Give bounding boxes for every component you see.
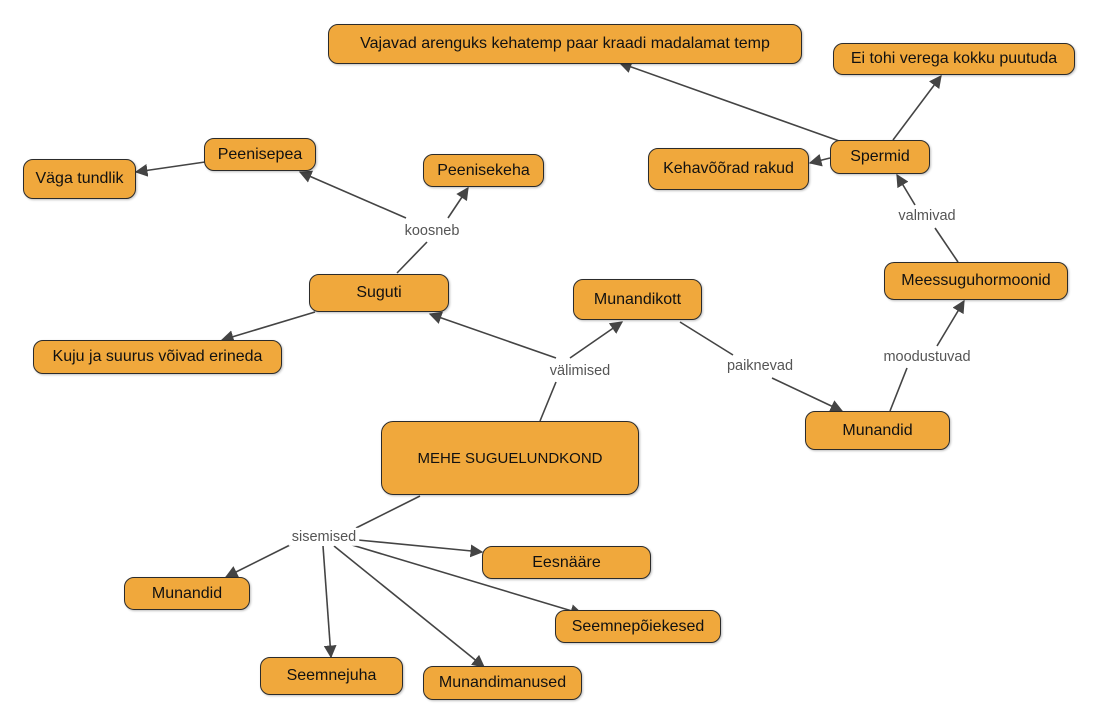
edge-valimised-munandikott	[569, 321, 624, 359]
edge-main-valimised	[539, 381, 557, 422]
link-label-moodustuvad-bg	[880, 347, 974, 366]
node-main[interactable]: MEHE SUGUELUNDKOND	[381, 421, 639, 495]
link-label-koosneb-bg	[401, 221, 463, 240]
edge-suguti-kuju	[220, 311, 316, 343]
edge-spermid-kehavoorad	[808, 153, 831, 167]
edge-main-sisemised	[355, 495, 421, 529]
edge-sisemised-seemnepoiekesed	[351, 544, 584, 617]
node-kuju[interactable]: Kuju ja suurus võivad erineda	[33, 340, 282, 374]
node-peenisepea[interactable]: Peenisepea	[204, 138, 316, 171]
edge-sisemised-munandid	[224, 543, 293, 578]
node-munandikott[interactable]: Munandikott	[573, 279, 702, 320]
link-label-valmivad: valmivad	[898, 208, 955, 224]
edge-hormoonid-valmivad	[934, 227, 959, 263]
node-meessuguhormoonid[interactable]: Meessuguhormoonid	[884, 262, 1068, 300]
node-vaga-tundlik[interactable]: Väga tundlik	[23, 159, 136, 199]
edge-valimised-suguti	[428, 311, 557, 359]
node-eesnaare[interactable]: Eesnääre	[482, 546, 651, 579]
edge-spermid-vajavad	[618, 60, 843, 143]
edge-sisemised-seemnejuha	[322, 545, 337, 659]
node-kehavoorad[interactable]: Kehavõõrad rakud	[648, 148, 809, 190]
node-spermid[interactable]: Spermid	[830, 140, 930, 174]
edge-valmivad-spermid	[896, 173, 916, 206]
node-ei-tohi[interactable]: Ei tohi verega kokku puutuda	[833, 43, 1075, 75]
node-seemnepoiekesed[interactable]: Seemnepõiekesed	[555, 610, 721, 643]
node-suguti[interactable]: Suguti	[309, 274, 449, 312]
edge-munandid-moodustuvad	[889, 367, 908, 412]
edge-sisemised-eesnaare	[357, 539, 484, 558]
edge-sisemised-munandimanused	[333, 545, 485, 668]
link-label-paiknevad-bg	[723, 356, 797, 375]
node-munandid-left[interactable]: Munandid	[124, 577, 250, 610]
node-munandimanused[interactable]: Munandimanused	[423, 666, 582, 700]
edge-spermid-eitohi	[892, 74, 942, 141]
link-label-valmivad-bg	[895, 206, 959, 225]
link-label-moodustuvad: moodustuvad	[883, 349, 970, 365]
edge-koosneb-peenisekeha	[447, 186, 469, 219]
link-label-koosneb: koosneb	[405, 223, 460, 239]
link-label-valimised-bg	[546, 361, 614, 380]
link-label-sisemised-bg	[288, 527, 360, 546]
node-peenisekeha[interactable]: Peenisekeha	[423, 154, 544, 187]
node-seemnejuha[interactable]: Seemnejuha	[260, 657, 403, 695]
link-label-sisemised: sisemised	[292, 529, 356, 545]
node-vajavad[interactable]: Vajavad arenguks kehatemp paar kraadi ma…	[328, 24, 802, 64]
edge-suguti-koosneb	[396, 241, 428, 274]
edge-peenisepea-vaga	[134, 161, 206, 177]
link-label-paiknevad: paiknevad	[727, 358, 793, 374]
link-label-valimised: välimised	[550, 363, 610, 379]
edge-koosneb-peenisepea	[298, 170, 407, 219]
edge-munandikott-paiknevad	[679, 321, 734, 356]
edge-paiknevad-munandid	[771, 377, 844, 412]
edge-moodustuvad-hormoonid	[936, 299, 965, 347]
node-munandid-right[interactable]: Munandid	[805, 411, 950, 450]
